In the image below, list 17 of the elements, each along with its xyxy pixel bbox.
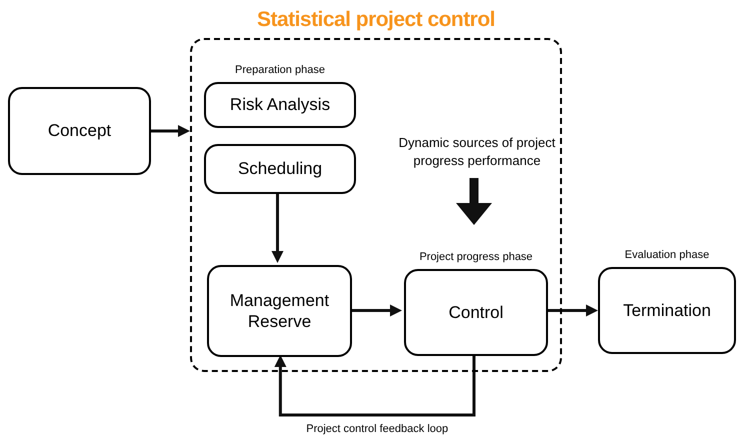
phase-label: Evaluation phase — [624, 248, 710, 263]
phase-label: Preparation phase — [235, 63, 325, 78]
process-box: Concept — [8, 87, 151, 175]
arrow — [151, 125, 190, 137]
process-box: Control — [404, 269, 548, 356]
process-box: Scheduling — [204, 144, 356, 194]
source-text: Dynamic sources of project progress performance — [394, 124, 560, 180]
process-box: Management Reserve — [207, 265, 352, 357]
arrow — [456, 178, 492, 225]
process-box: Risk Analysis — [204, 82, 356, 128]
phase-label: Project progress phase — [419, 250, 533, 265]
arrow — [350, 304, 402, 316]
arrow — [272, 192, 284, 263]
arrow — [546, 304, 598, 316]
group-title: Statistical project control — [257, 7, 495, 33]
arrow — [274, 354, 476, 416]
process-box: Termination — [598, 267, 736, 354]
